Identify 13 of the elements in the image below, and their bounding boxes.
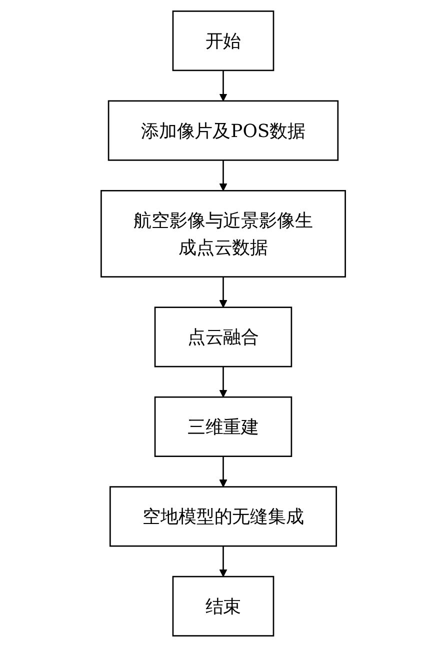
arrow (219, 366, 227, 398)
arrow (219, 70, 227, 102)
node-box: 结束 (172, 576, 274, 636)
arrow (219, 546, 227, 577)
arrow (219, 276, 227, 308)
arrow (219, 160, 227, 192)
node-box: 三维重建 (154, 396, 292, 457)
node-box: 添加像片及POS数据 (108, 100, 338, 161)
node-box: 空地模型的无缝集成 (109, 486, 337, 547)
node-box: 点云融合 (154, 306, 292, 368)
node-box: 开始 (172, 10, 274, 72)
node-box: 航空影像与近景影像生成点云数据 (100, 190, 346, 278)
arrow (219, 456, 227, 488)
